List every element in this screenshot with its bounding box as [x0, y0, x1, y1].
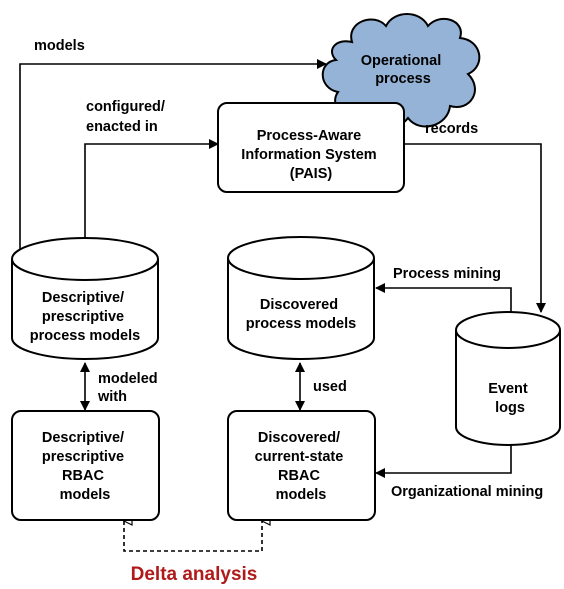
descriptive-rbac-label-4: models: [60, 487, 111, 503]
process-mining-edge-label: Process mining: [393, 266, 501, 282]
pais-label-1: Process-Aware: [257, 128, 362, 144]
descriptive-rbac-label-2: prescriptive: [42, 449, 124, 465]
discovered-rbac-label-4: models: [276, 487, 327, 503]
svg-text:Operational process: Operational process: [361, 53, 446, 87]
delta-analysis-label: Delta analysis: [131, 564, 258, 585]
svg-text:Discovered process model: Discovered process models: [246, 297, 356, 332]
descriptive-process-models-label-3: process models: [30, 328, 140, 344]
svg-text:Discovered/ current-stat: Discovered/ current-state RBAC models: [255, 430, 348, 503]
pais-label-3: (PAIS): [290, 166, 333, 182]
svg-text:Descriptive/ prescriptiv: Descriptive/ prescriptive process models: [30, 290, 140, 344]
descriptive-process-models-cylinder: Descriptive/ prescriptive process models: [11, 237, 159, 360]
descriptive-rbac-label-3: RBAC: [62, 468, 104, 484]
descriptive-rbac-label-1: Descriptive/: [42, 430, 124, 446]
discovered-rbac-box: Discovered/ current-state RBAC models: [227, 410, 376, 521]
discovered-rbac-label-3: RBAC: [278, 468, 320, 484]
edge-configured: [84, 139, 219, 238]
event-logs-label-2: logs: [495, 400, 525, 416]
descriptive-process-models-label-1: Descriptive/: [42, 290, 124, 306]
discovered-rbac-label-2: current-state: [255, 449, 344, 465]
pais-box: Process-Aware Information System (PAIS): [217, 102, 405, 193]
discovered-process-models-label-2: process models: [246, 316, 356, 332]
edge-records: [404, 143, 546, 313]
operational-process-cloud: Operational process: [321, 13, 481, 130]
organizational-mining-edge-label: Organizational mining: [391, 484, 543, 500]
svg-text:Descriptive/ prescriptiv: Descriptive/ prescriptive RBAC models: [42, 430, 128, 503]
svg-text:Process-Aware Informatio: Process-Aware Information System (PAIS): [241, 128, 380, 182]
discovered-process-models-label-1: Discovered: [260, 297, 338, 313]
descriptive-rbac-box: Descriptive/ prescriptive RBAC models: [11, 410, 160, 521]
operational-process-label-2: process: [375, 71, 431, 87]
modeled-with-edge-label-2: with: [97, 389, 127, 405]
event-logs-label-1: Event: [488, 381, 528, 397]
edge-models: [19, 59, 327, 250]
event-logs-cylinder: Event logs: [455, 311, 561, 446]
svg-text:Event logs: Event logs: [488, 381, 532, 416]
edge-delta-analysis: [124, 521, 262, 552]
configured-edge-label-2: enacted in: [86, 119, 158, 135]
used-edge-label: used: [313, 379, 347, 395]
modeled-with-edge-label-1: modeled: [98, 371, 158, 387]
discovered-rbac-label-1: Discovered/: [258, 430, 340, 446]
pais-label-2: Information System: [241, 147, 376, 163]
operational-process-label-1: Operational: [361, 53, 442, 69]
svg-text:configured/ enacted in: configured/ enacted in: [86, 99, 169, 135]
configured-edge-label-1: configured/: [86, 99, 165, 115]
descriptive-process-models-label-2: prescriptive: [42, 309, 124, 325]
discovered-process-models-cylinder: Discovered process models: [227, 236, 375, 360]
records-edge-label: records: [425, 121, 478, 137]
svg-text:modeled with: modeled with: [97, 371, 162, 405]
models-edge-label: models: [34, 38, 85, 54]
